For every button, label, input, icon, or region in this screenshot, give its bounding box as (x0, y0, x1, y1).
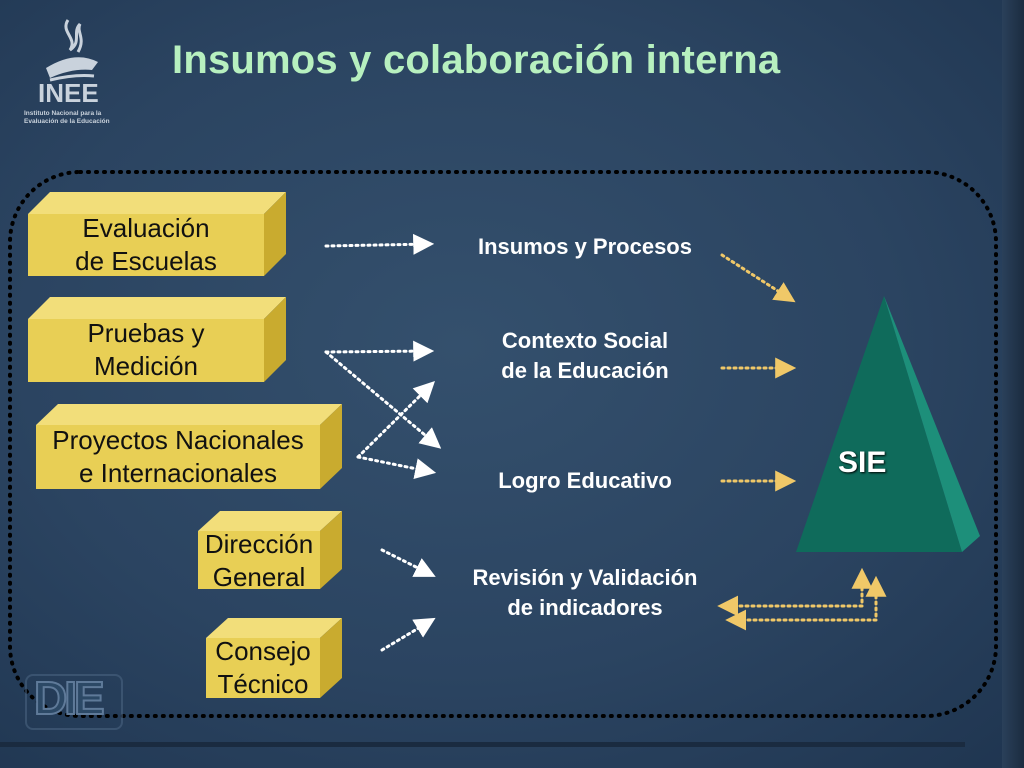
box-label-direccion: Dirección General (198, 528, 320, 594)
box-label-pruebas: Pruebas y Medición (28, 317, 264, 383)
output-contexto-line2: de la Educación (501, 358, 669, 383)
output-logro-line1: Logro Educativo (498, 468, 672, 493)
arrow-consejo-to-revision (380, 617, 436, 652)
right-frame-band (1002, 0, 1024, 768)
box-proyectos (36, 404, 342, 489)
sie-pyramid (796, 296, 980, 552)
box-label-proyectos-line2: e Internacionales (78, 458, 278, 488)
box-label-proyectos-line1: Proyectos Nacionales (52, 425, 304, 455)
arrow-proyectos-to-logro (356, 455, 437, 479)
arrow-evaluacion-to-insumos (324, 233, 435, 255)
box-label-direccion-line1: Dirección (204, 529, 314, 559)
arrow-revision-sie-inner (725, 575, 887, 631)
sie-label: SIE (838, 446, 887, 479)
logo-name: INEE (38, 78, 99, 108)
dotted-boundary (8, 170, 998, 718)
arrow-insumos-to-sie (720, 253, 796, 303)
box-label-direccion-line2: General (212, 562, 306, 592)
output-insumos-procesos: Insumos y Procesos (440, 232, 730, 262)
arrow-proyectos-to-contexto (356, 381, 435, 459)
box-direccion-general (198, 511, 342, 589)
arrow-pruebas-to-logro (324, 350, 442, 449)
output-revision-line2: de indicadores (507, 595, 663, 620)
arrow-direccion-to-revision (380, 548, 436, 577)
output-revision-line1: Revisión y Validación (472, 565, 698, 590)
box-label-proyectos: Proyectos Nacionales e Internacionales (36, 424, 320, 490)
logo-caption-line1: Instituto Nacional para la (24, 110, 102, 117)
box-label-consejo: Consejo Técnico (206, 635, 320, 701)
box-label-evaluacion-line2: de Escuelas (75, 246, 217, 276)
box-consejo-tecnico (206, 618, 342, 698)
bottom-rule (0, 742, 965, 747)
box-label-consejo-line2: Técnico (217, 669, 309, 699)
arrow-revision-sie-outer (717, 567, 873, 617)
inee-logo: INEE (38, 19, 99, 108)
arrow-pruebas-to-contexto (324, 340, 435, 362)
logo-caption-line2: Evaluación de la Educación (24, 118, 110, 125)
output-contexto-line1: Contexto Social (501, 328, 669, 353)
logo-flame (64, 19, 83, 53)
box-label-evaluacion-line1: Evaluación (82, 213, 210, 243)
output-contexto-social: Contexto Social de la Educación (440, 326, 730, 386)
box-evaluacion-escuelas (28, 192, 286, 276)
die-logo: DIE (33, 671, 106, 725)
box-label-consejo-line1: Consejo (215, 636, 311, 666)
output-logro-educativo: Logro Educativo (440, 466, 730, 496)
die-logo-frame (25, 674, 123, 730)
box-label-pruebas-line2: Medición (93, 351, 199, 381)
box-pruebas-medicion (28, 297, 286, 382)
logo-lamp (46, 57, 98, 78)
box-label-pruebas-line1: Pruebas y (87, 318, 205, 348)
logo-caption: Instituto Nacional para la Evaluación de… (24, 110, 134, 126)
output-revision-validacion: Revisión y Validación de indicadores (440, 563, 730, 623)
box-label-evaluacion: Evaluación de Escuelas (28, 212, 264, 278)
page-title: Insumos y colaboración interna (172, 38, 781, 82)
output-insumos-line1: Insumos y Procesos (478, 234, 692, 259)
